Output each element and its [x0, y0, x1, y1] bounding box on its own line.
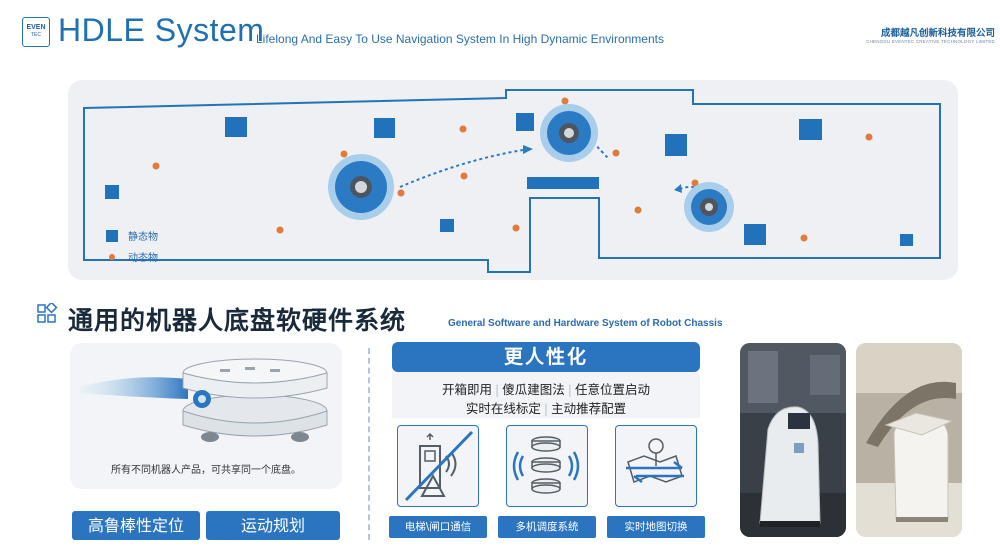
- navigation-map-panel: [68, 80, 958, 280]
- robot-photo-indoor: [740, 343, 846, 537]
- multi-robot-dispatch-icon: [512, 436, 580, 494]
- feature-item: 任意位置启动: [574, 382, 650, 397]
- robot-large: [328, 154, 394, 220]
- logo-text-top: EVEN: [26, 24, 46, 31]
- static-obstacle: [440, 219, 454, 232]
- feature-item: 开箱即用: [442, 382, 493, 397]
- static-obstacle: [516, 113, 534, 131]
- section-divider: [368, 348, 370, 540]
- map-walls: [83, 89, 941, 273]
- chassis-caption: 所有不同机器人产品，可共享同一个底盘。: [111, 465, 301, 476]
- chassis-panel: 所有不同机器人产品，可共享同一个底盘。: [70, 343, 342, 489]
- company-name-en: CHENGDU EVENTEC CREATIVE TECHNOLOGY LIMI…: [866, 39, 995, 44]
- robot-photo-mall: [856, 343, 962, 537]
- robot-path: [399, 149, 524, 188]
- navigation-map: [83, 89, 941, 273]
- legend-static: 静态物: [106, 228, 158, 243]
- map-switch-label: 实时地图切换: [607, 516, 705, 538]
- static-obstacle: [225, 117, 247, 137]
- feature-item: 实时在线标定: [465, 401, 541, 416]
- elevator-gate-icon: [404, 430, 474, 502]
- feature-list: 开箱即用|傻瓜建图法|任意位置启动 实时在线标定|主动推荐配置: [392, 372, 700, 418]
- path-arrow: [674, 184, 682, 193]
- map-switch-icon: [626, 438, 684, 483]
- feature-line: 实时在线标定|主动推荐配置: [465, 401, 627, 416]
- elevator-gate-label: 电梯\闸口通信: [389, 516, 487, 538]
- feature-item: 主动推荐配置: [551, 401, 627, 416]
- robot-medium: [540, 104, 598, 162]
- grid-icon: [37, 303, 58, 323]
- robot-chassis-illustration: [80, 358, 328, 442]
- feature-item: 傻瓜建图法: [502, 382, 565, 397]
- static-obstacle: [900, 234, 913, 246]
- map-switch-card[interactable]: [615, 425, 697, 507]
- static-obstacle: [744, 224, 766, 245]
- path-arrow: [523, 145, 533, 154]
- page-subtitle: Lifelong And Easy To Use Navigation Syst…: [256, 32, 664, 46]
- legend-dynamic: 动态物: [106, 249, 158, 264]
- dynamic-obstacles: [152, 97, 873, 242]
- robust-localization-button[interactable]: 高鲁棒性定位: [72, 511, 200, 540]
- static-obstacle: [105, 185, 119, 199]
- legend-dynamic-swatch: [109, 253, 115, 260]
- robot-small: [684, 182, 734, 232]
- company-logo: EVEN TEC: [22, 17, 50, 47]
- company-name-cn: 成都越凡创新科技有限公司: [880, 28, 995, 39]
- multi-robot-dispatch-card[interactable]: [506, 425, 588, 507]
- static-obstacle: [374, 118, 395, 138]
- legend-dynamic-label: 动态物: [128, 253, 158, 264]
- logo-text-bottom: TEC: [31, 32, 41, 38]
- static-obstacle: [665, 134, 687, 156]
- section-title: 通用的机器人底盘软硬件系统: [68, 306, 407, 335]
- static-obstacle: [527, 177, 599, 189]
- static-obstacle: [799, 119, 822, 140]
- legend-static-swatch: [106, 229, 118, 242]
- section-subtitle: General Software and Hardware System of …: [448, 318, 723, 329]
- legend-static-label: 静态物: [128, 232, 158, 243]
- motion-planning-button[interactable]: 运动规划: [206, 511, 340, 540]
- page-title: HDLE System: [58, 12, 265, 48]
- multi-robot-dispatch-label: 多机调度系统: [498, 516, 596, 538]
- elevator-gate-card[interactable]: [397, 425, 479, 507]
- feature-line: 开箱即用|傻瓜建图法|任意位置启动: [442, 382, 650, 397]
- personalized-banner: 更人性化: [392, 342, 700, 372]
